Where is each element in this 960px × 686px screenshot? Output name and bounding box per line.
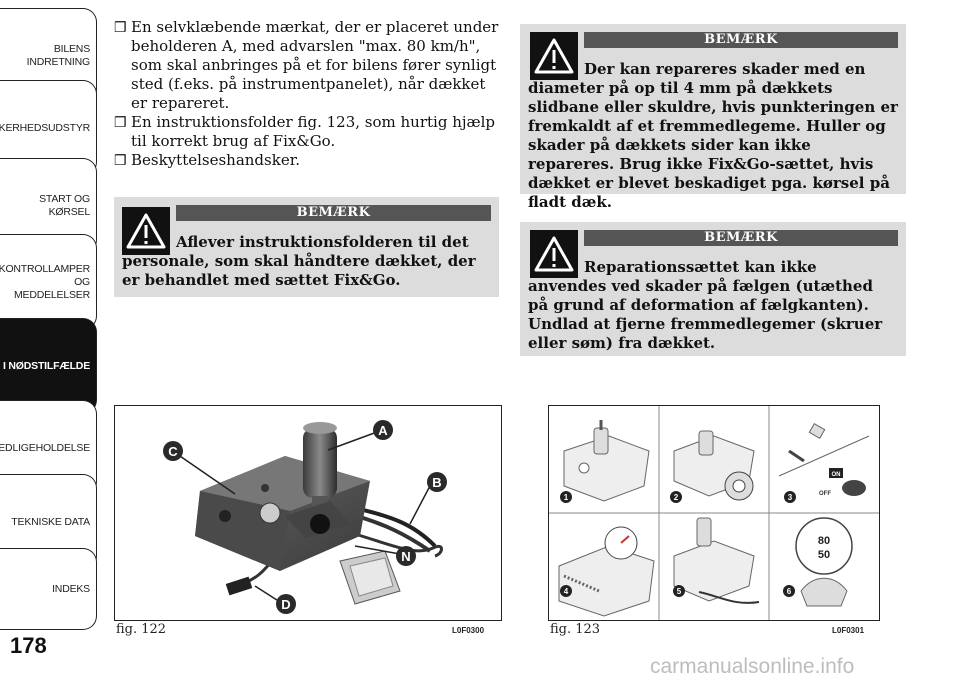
tab-label: VEDLIGEHOLDELSE bbox=[0, 441, 90, 454]
checkbox-bullet-icon: ❒ bbox=[114, 153, 127, 169]
tab-kontrollamper[interactable]: KONTROLLAMPER OG MEDDELELSER bbox=[0, 234, 97, 330]
svg-text:4: 4 bbox=[564, 587, 569, 596]
step-5-icon: 5 bbox=[673, 585, 685, 597]
list-item: ❒Beskyttelseshandsker. bbox=[114, 151, 500, 170]
label-b: B bbox=[432, 475, 441, 490]
label-a: A bbox=[378, 423, 388, 438]
label-c-icon: C bbox=[163, 441, 183, 461]
label-a-icon: A bbox=[373, 420, 393, 440]
warning-triangle-icon bbox=[530, 32, 578, 80]
tab-label: KONTROLLAMPER OG MEDDELELSER bbox=[0, 262, 90, 301]
label-d: D bbox=[281, 597, 290, 612]
chapter-sidebar: BILENS INDRETNING SIKKERHEDSUDSTYR START… bbox=[0, 0, 100, 640]
list-item: ❒En selvklæbende mærkat, der er placeret… bbox=[114, 18, 500, 113]
figure-code: L0F0301 bbox=[832, 626, 865, 635]
page-number: 178 bbox=[10, 633, 47, 658]
watermark: carmanualsonline.info bbox=[650, 655, 855, 678]
step-4-icon: 4 bbox=[560, 585, 572, 597]
warning-box: BEMÆRK Aflever instruktionsfolderen til … bbox=[114, 197, 499, 297]
label-n: N bbox=[401, 549, 410, 564]
list-item-text: En instruktionsfolder fig. 123, som hurt… bbox=[131, 113, 496, 150]
list-item: ❒En instruktionsfolder fig. 123, som hur… bbox=[114, 113, 500, 151]
figure-123-instruction-steps: ON OFF 80 50 1 2 3 4 5 6 bbox=[548, 405, 880, 621]
tab-label: BILENS INDRETNING bbox=[26, 43, 91, 68]
svg-text:6: 6 bbox=[787, 587, 792, 596]
warning-box: BEMÆRK Reparationssættet kan ikke anvend… bbox=[520, 222, 906, 356]
warning-triangle-icon bbox=[122, 207, 170, 255]
speed-80: 80 bbox=[818, 535, 830, 547]
warning-text: Aflever instruktionsfolderen til det per… bbox=[122, 233, 476, 289]
tab-label: I NØDSTILFÆLDE bbox=[2, 359, 90, 372]
svg-text:3: 3 bbox=[788, 493, 793, 502]
warning-box: BEMÆRK Der kan repareres skader med en d… bbox=[520, 24, 906, 211]
svg-text:2: 2 bbox=[674, 493, 679, 502]
checkbox-bullet-icon: ❒ bbox=[114, 20, 127, 36]
warning-triangle-icon bbox=[530, 230, 578, 278]
label-b-icon: B bbox=[427, 472, 447, 492]
svg-text:1: 1 bbox=[564, 493, 569, 502]
warning-text: Der kan repareres skader med en diameter… bbox=[528, 60, 898, 211]
label-d-icon: D bbox=[276, 594, 296, 614]
label-n-icon: N bbox=[396, 546, 416, 566]
warning-heading: BEMÆRK bbox=[584, 32, 898, 48]
figure-code: L0F0300 bbox=[452, 626, 485, 635]
tab-label: INDEKS bbox=[52, 582, 90, 595]
figure-122-compressor-kit: A B C N D bbox=[114, 405, 502, 621]
figure-caption: fig. 123 bbox=[550, 622, 601, 637]
label-c: C bbox=[168, 444, 178, 459]
warning-text: Reparationssættet kan ikke anvendes ved … bbox=[528, 258, 883, 352]
step-1-icon: 1 bbox=[560, 491, 572, 503]
tab-label: TEKNISKE DATA bbox=[11, 515, 90, 528]
instruction-steps-illustration: ON OFF 80 50 1 2 3 4 5 6 bbox=[549, 406, 879, 620]
off-label: OFF bbox=[819, 491, 831, 497]
step-2-icon: 2 bbox=[670, 491, 682, 503]
figure-caption: fig. 122 bbox=[116, 622, 167, 637]
step-3-icon: 3 bbox=[784, 491, 796, 503]
tab-i-nodstilfaelde[interactable]: I NØDSTILFÆLDE bbox=[0, 318, 97, 414]
compressor-kit-illustration: A B C N D bbox=[163, 420, 447, 614]
left-column: ❒En selvklæbende mærkat, der er placeret… bbox=[114, 18, 500, 170]
svg-text:5: 5 bbox=[677, 587, 682, 596]
speed-50: 50 bbox=[818, 549, 830, 561]
checkbox-bullet-icon: ❒ bbox=[114, 115, 127, 131]
tab-label: START OG KØRSEL bbox=[39, 193, 90, 218]
tab-indeks[interactable]: INDEKS bbox=[0, 548, 97, 630]
tab-label: SIKKERHEDSUDSTYR bbox=[0, 121, 90, 134]
on-label: ON bbox=[832, 472, 841, 478]
warning-heading: BEMÆRK bbox=[584, 230, 898, 246]
step-6-icon: 6 bbox=[783, 585, 795, 597]
warning-heading: BEMÆRK bbox=[176, 205, 491, 221]
list-item-text: En selvklæbende mærkat, der er placeret … bbox=[131, 18, 499, 112]
list-item-text: Beskyttelseshandsker. bbox=[131, 151, 300, 169]
